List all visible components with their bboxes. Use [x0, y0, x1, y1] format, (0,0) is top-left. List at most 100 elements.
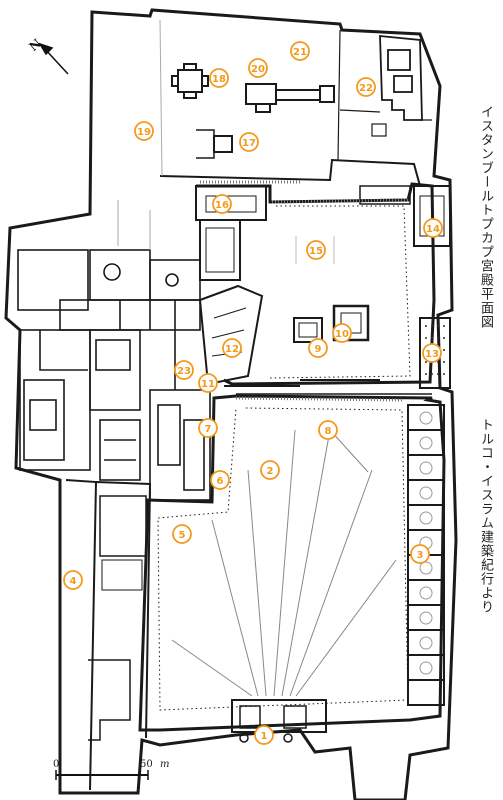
marker-21: 21 — [290, 41, 310, 61]
marker-label: 14 — [426, 224, 440, 235]
marker-19: 19 — [134, 121, 154, 141]
marker-circle — [410, 544, 430, 564]
scale-start: 0 — [53, 759, 59, 770]
scale-bar: 0 50 m — [53, 759, 169, 780]
scale-unit: m — [160, 759, 169, 770]
marker-label: 3 — [417, 550, 424, 561]
marker-circle — [209, 68, 229, 88]
marker-3: 3 — [410, 544, 430, 564]
marker-label: 11 — [201, 379, 215, 390]
marker-label: 9 — [315, 344, 322, 355]
building-9 — [332, 304, 370, 342]
marker-label: 1 — [261, 731, 268, 742]
marker-circle — [422, 343, 442, 363]
marker-5: 5 — [172, 524, 192, 544]
second-court-colonnade — [157, 407, 409, 711]
gate-row — [224, 379, 380, 387]
marker-circle — [239, 132, 259, 152]
marker-10: 10 — [332, 323, 352, 343]
marker-16: 16 — [212, 194, 232, 214]
marker-circle — [198, 418, 218, 438]
marker-circle — [332, 323, 352, 343]
marker-circle — [290, 41, 310, 61]
map-source: トルコ・イスラム建築紀行より — [478, 418, 493, 614]
marker-circle — [260, 460, 280, 480]
marker-label: 7 — [205, 424, 212, 435]
marker-8: 8 — [318, 420, 338, 440]
marker-circle — [318, 420, 338, 440]
marker-label: 2 — [267, 466, 274, 477]
marker-label: 17 — [242, 138, 256, 149]
marker-circle — [134, 121, 154, 141]
marker-label: 13 — [425, 349, 439, 360]
marker-13: 13 — [422, 343, 442, 363]
marker-20: 20 — [248, 58, 268, 78]
marker-circle — [210, 470, 230, 490]
marker-circle — [198, 373, 218, 393]
marker-label: 12 — [225, 344, 239, 355]
building-22 — [371, 35, 423, 137]
marker-label: 23 — [177, 366, 191, 377]
marker-1: 1 — [254, 725, 274, 745]
marker-label: 5 — [179, 530, 186, 541]
building-14 — [413, 185, 451, 247]
gate-of-salutation — [231, 699, 327, 733]
marker-9: 9 — [308, 338, 328, 358]
marker-label: 8 — [325, 426, 332, 437]
marker-12: 12 — [222, 338, 242, 358]
building-20 — [245, 83, 335, 113]
marker-circle — [222, 338, 242, 358]
marker-14: 14 — [423, 218, 443, 238]
marker-11: 11 — [198, 373, 218, 393]
marker-circle — [254, 725, 274, 745]
third-court-colonnade — [269, 205, 411, 379]
fourth-court-wall — [159, 158, 421, 187]
building-12 — [198, 284, 264, 386]
building-18 — [171, 63, 209, 99]
marker-2: 2 — [260, 460, 280, 480]
building-17 — [213, 135, 233, 153]
marker-circle — [423, 218, 443, 238]
marker-label: 19 — [137, 127, 151, 138]
marker-6: 6 — [210, 470, 230, 490]
left-strip — [65, 479, 152, 791]
marker-circle — [172, 524, 192, 544]
marker-label: 10 — [335, 329, 349, 340]
marker-7: 7 — [198, 418, 218, 438]
marker-circle — [174, 360, 194, 380]
marker-label: 6 — [217, 476, 224, 487]
scale-end: 50 — [140, 759, 153, 770]
court-paths — [171, 429, 397, 697]
marker-circle — [212, 194, 232, 214]
building-13 — [419, 317, 451, 389]
marker-label: 15 — [309, 246, 323, 257]
harem-block — [17, 249, 211, 501]
marker-circle — [306, 240, 326, 260]
north-arrow-icon — [38, 42, 69, 75]
marker-label: 18 — [212, 74, 226, 85]
marker-label: 20 — [251, 64, 265, 75]
marker-label: 16 — [215, 200, 229, 211]
marker-label: 22 — [359, 83, 373, 94]
second-court-wall — [138, 394, 446, 732]
marker-18: 18 — [209, 68, 229, 88]
marker-circle — [248, 58, 268, 78]
marker-circle — [308, 338, 328, 358]
marker-label: 21 — [293, 47, 307, 58]
colonnade-hatching — [200, 180, 409, 402]
kitchens — [407, 404, 445, 706]
marker-17: 17 — [239, 132, 259, 152]
marker-label: 4 — [70, 576, 77, 587]
north-label: N — [26, 36, 43, 54]
marker-circle — [356, 77, 376, 97]
marker-22: 22 — [356, 77, 376, 97]
map-title: イスタンブールトプカプ宮殿平面図 — [478, 105, 493, 329]
marker-4: 4 — [63, 570, 83, 590]
marker-15: 15 — [306, 240, 326, 260]
marker-circle — [63, 570, 83, 590]
outer-wall — [4, 8, 458, 800]
marker-23: 23 — [174, 360, 194, 380]
building-10 — [293, 317, 323, 343]
